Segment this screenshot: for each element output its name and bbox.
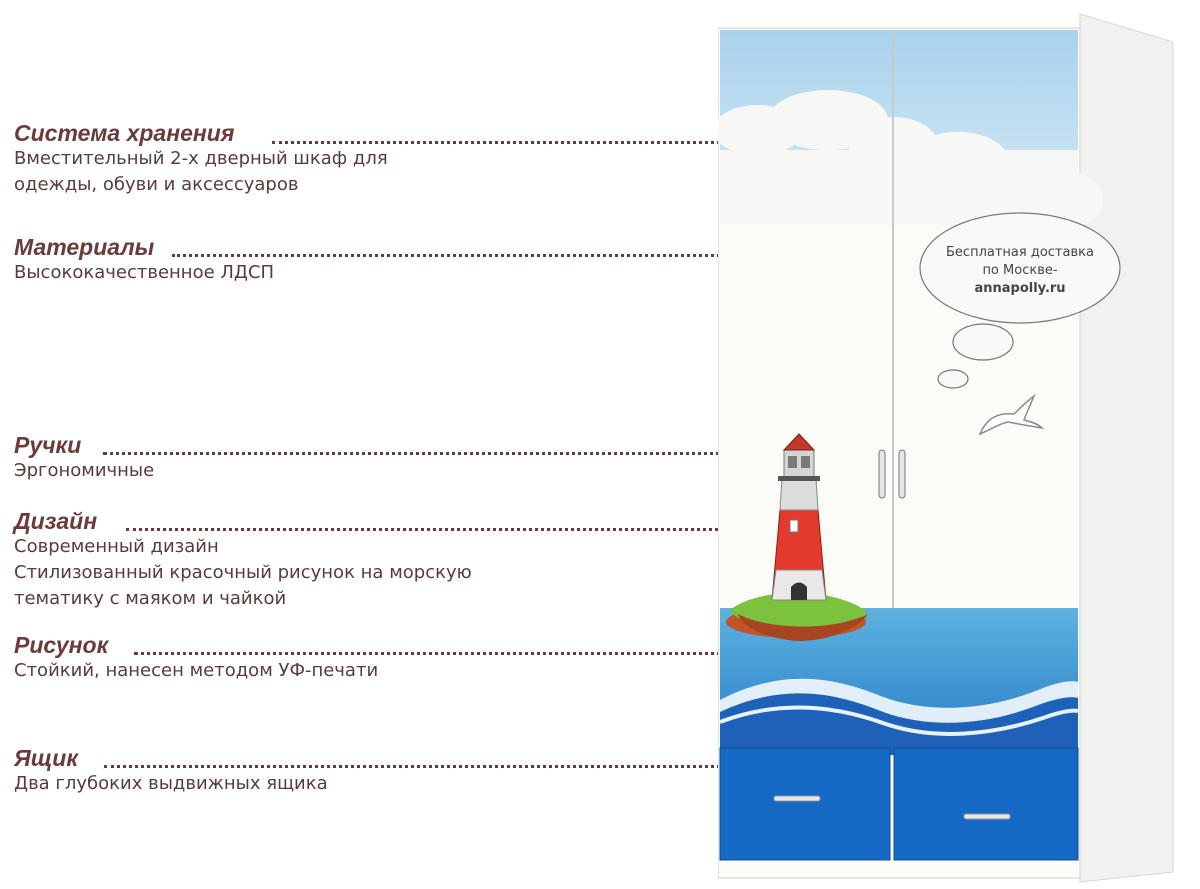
door-handle-right — [898, 449, 906, 499]
feature-materials-title: Материалы — [14, 234, 155, 260]
feature-storage-desc-2: одежды, обуви и аксессуаров — [14, 174, 299, 195]
leader-materials — [172, 254, 792, 257]
feature-design: Дизайн Современный дизайн Стилизованный … — [14, 508, 472, 612]
leader-print — [134, 652, 854, 655]
feature-handles: Ручки Эргономичные — [14, 432, 154, 484]
feature-design-desc-2: Стилизованный красочный рисунок на морск… — [14, 562, 472, 583]
feature-storage: Система хранения Вместительный 2-х дверн… — [14, 120, 388, 198]
feature-design-desc-3: тематику с маяком и чайкой — [14, 588, 287, 609]
wave-white-line — [719, 705, 1079, 736]
lighthouse — [771, 433, 827, 601]
feature-materials-desc-1: Высококачественное ЛДСП — [14, 262, 275, 283]
feature-drawer-desc-1: Два глубоких выдвижных ящика — [14, 773, 328, 794]
bubble-line1: Бесплатная доставка — [946, 245, 1094, 260]
feature-drawer-title: Ящик — [14, 745, 78, 771]
feature-design-desc-1: Современный дизайн — [14, 536, 219, 557]
feature-print-desc-1: Стойкий, нанесен методом УФ-печати — [14, 660, 379, 681]
bubble-site: annapolly.ru — [974, 281, 1065, 296]
leader-handles — [103, 452, 871, 455]
drawer-left-handle — [773, 795, 821, 802]
leader-storage — [272, 141, 817, 144]
feature-print: Рисунок Стойкий, нанесен методом УФ-печа… — [14, 632, 378, 684]
seagull-icon — [978, 393, 1045, 436]
wardrobe-illustration: Бесплатная доставка по Москве- annapolly… — [718, 13, 1174, 883]
leader-design — [126, 528, 778, 531]
feature-storage-title: Система хранения — [14, 120, 235, 146]
feature-handles-title: Ручки — [14, 432, 82, 458]
island — [726, 592, 868, 641]
feature-storage-desc-1: Вместительный 2-х дверный шкаф для — [14, 148, 388, 169]
feature-print-title: Рисунок — [14, 632, 109, 658]
door-handle-left — [878, 449, 886, 499]
feature-handles-desc-1: Эргономичные — [14, 460, 155, 481]
leader-drawer — [104, 765, 798, 768]
feature-drawer: Ящик Два глубоких выдвижных ящика — [14, 745, 328, 797]
feature-design-title: Дизайн — [14, 508, 98, 534]
delivery-bubble: Бесплатная доставка по Москве- annapolly… — [919, 212, 1121, 389]
feature-materials: Материалы Высококачественное ЛДСП — [14, 234, 274, 286]
drawer-right — [893, 747, 1079, 861]
bubble-line2: по Москве- — [982, 263, 1057, 278]
drawer-right-handle — [963, 813, 1011, 820]
wardrobe-side — [1079, 13, 1174, 883]
drawer-left — [719, 747, 891, 861]
